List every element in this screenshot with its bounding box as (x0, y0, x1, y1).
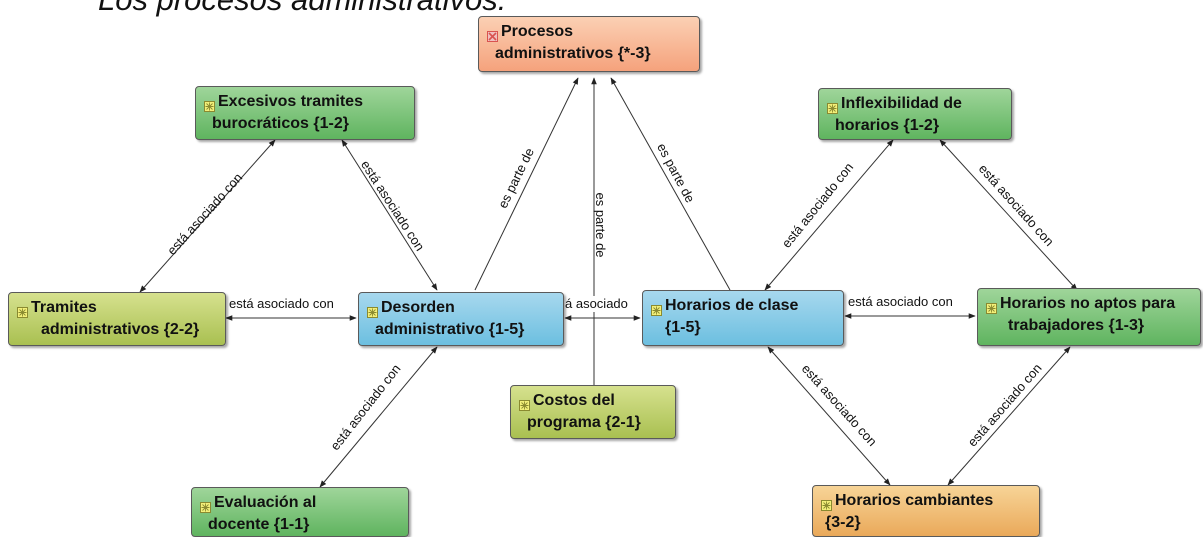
edge-label-inflexibilidad-horarios: está asociado con (779, 160, 857, 251)
node-label-line1: Costos del (533, 392, 615, 409)
edge-label-horarios-noaptos: está asociado con (848, 294, 953, 309)
node-label-line1: Tramites (31, 299, 97, 316)
concept-icon (651, 301, 662, 316)
node-horarios-de-clase[interactable]: Horarios de clase {1-5} (642, 290, 844, 346)
concept-icon (204, 97, 215, 112)
edge-label-costos-procesos: es parte de (593, 192, 608, 257)
node-horarios-cambiantes[interactable]: Horarios cambiantes {3-2} (812, 485, 1040, 537)
edge-label-horarios-cambiantes: está asociado con (799, 361, 880, 449)
edge-horarios-procesos (610, 77, 731, 291)
concept-icon (200, 498, 211, 513)
concept-icon (821, 496, 832, 511)
node-desorden-administrativo[interactable]: Desorden administrativo {1-5} (358, 292, 564, 346)
concept-icon (367, 303, 378, 318)
edge-excesivos-desorden (341, 139, 438, 291)
node-label-line1: Procesos (501, 23, 574, 40)
node-label-line1: Inflexibilidad de (841, 95, 962, 112)
edge-label-excesivos-tramites: está asociado con (164, 170, 245, 258)
edge-horarios-cambiantes (767, 346, 891, 486)
edge-desorden-procesos (474, 77, 579, 291)
edge-label-inflexibilidad-noaptos: está asociado con (976, 161, 1057, 249)
node-label-line2: administrativos {*-3} (495, 45, 651, 62)
node-label-line2: administrativos {2-2} (41, 321, 200, 338)
edge-label-desorden-evaluacion: está asociado con (327, 361, 403, 453)
node-label-line2: trabajadores {1-3} (1008, 317, 1145, 334)
node-label-line2: docente {1-1} (208, 516, 310, 533)
page-title: Los procesos administrativos. (98, 0, 506, 18)
edge-label-tramites-desorden: está asociado con (229, 296, 334, 311)
edge-label-desorden-procesos: es parte de (495, 146, 537, 211)
node-label-line2: {3-2} (825, 514, 861, 531)
concept-icon (986, 299, 997, 314)
concept-icon (519, 396, 530, 411)
node-label-line1: Horarios de clase (665, 297, 799, 314)
concept-icon (17, 303, 28, 318)
node-label-line1: Desorden (381, 299, 455, 316)
node-label-line2: programa {2-1} (527, 414, 641, 431)
edge-noaptos-cambiantes (947, 346, 1071, 486)
edge-label-horarios-procesos: es parte de (654, 141, 698, 205)
node-label-line2: administrativo {1-5} (375, 321, 525, 338)
edge-label-desorden-horarios: á asociado (565, 296, 628, 311)
node-label-line1: Evaluación al (214, 494, 317, 511)
node-label-line1: Excesivos tramites (218, 93, 363, 110)
node-label-line2: burocráticos {1-2} (212, 115, 349, 132)
node-costos-programa[interactable]: Costos del programa {2-1} (510, 385, 676, 439)
root-concept-icon (487, 27, 498, 42)
node-evaluacion-docente[interactable]: Evaluación al docente {1-1} (191, 487, 409, 537)
edge-inflexibilidad-horarios (764, 139, 894, 291)
node-label-line2: {1-5} (665, 319, 701, 336)
node-procesos-administrativos[interactable]: Procesos administrativos {*-3} (478, 16, 700, 72)
node-excesivos-tramites[interactable]: Excesivos tramites burocráticos {1-2} (195, 86, 415, 140)
node-horarios-no-aptos[interactable]: Horarios no aptos para trabajadores {1-3… (977, 288, 1201, 346)
edge-excesivos-tramites (139, 139, 276, 293)
node-label-line1: Horarios cambiantes (835, 492, 994, 509)
node-label-line2: horarios {1-2} (835, 117, 940, 134)
node-inflexibilidad-horarios[interactable]: Inflexibilidad de horarios {1-2} (818, 88, 1012, 140)
edge-desorden-evaluacion (319, 346, 438, 488)
edge-label-excesivos-desorden: está asociado con (358, 158, 428, 254)
edge-inflexibilidad-noaptos (939, 139, 1078, 291)
node-tramites-administrativos[interactable]: Tramites administrativos {2-2} (8, 292, 226, 346)
node-label-line1: Horarios no aptos para (1000, 295, 1176, 312)
edge-label-noaptos-cambiantes: está asociado con (965, 361, 1045, 450)
concept-icon (827, 99, 838, 114)
